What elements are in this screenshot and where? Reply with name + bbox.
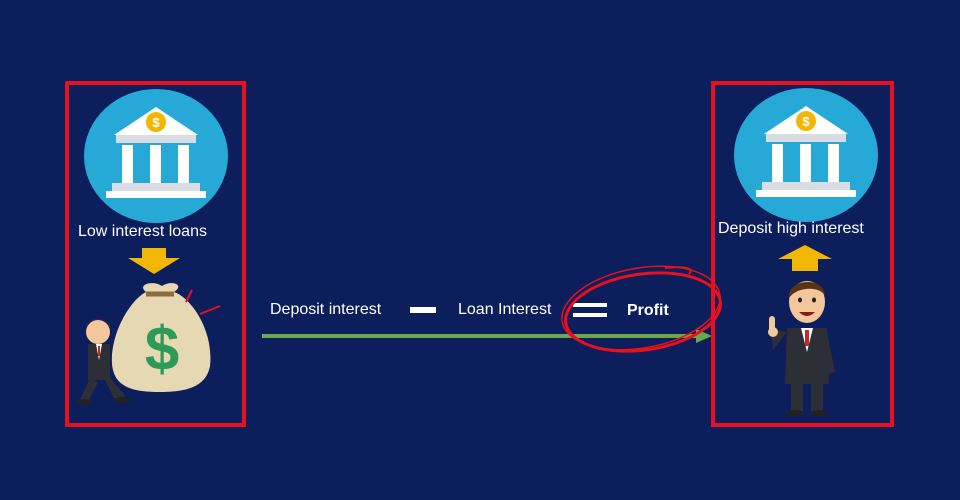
profit-highlight-circle xyxy=(555,262,725,358)
businessman-pointing-icon xyxy=(763,272,848,417)
businessman-moneybag-icon: $ xyxy=(74,280,234,410)
minus-icon xyxy=(410,307,436,313)
svg-text:$: $ xyxy=(152,115,160,130)
svg-text:$: $ xyxy=(145,315,179,384)
left-caption: Low interest loans xyxy=(78,223,207,241)
loan-interest-term: Loan Interest xyxy=(458,301,551,319)
svg-text:$: $ xyxy=(802,114,810,129)
deposit-interest-term: Deposit interest xyxy=(270,301,381,319)
bank-dollar-icon: $ xyxy=(84,89,228,223)
arrow-down-icon xyxy=(126,248,182,274)
bank-dollar-icon: $ xyxy=(734,88,879,222)
right-caption: Deposit high interest xyxy=(718,220,864,238)
arrow-up-icon xyxy=(776,245,834,271)
